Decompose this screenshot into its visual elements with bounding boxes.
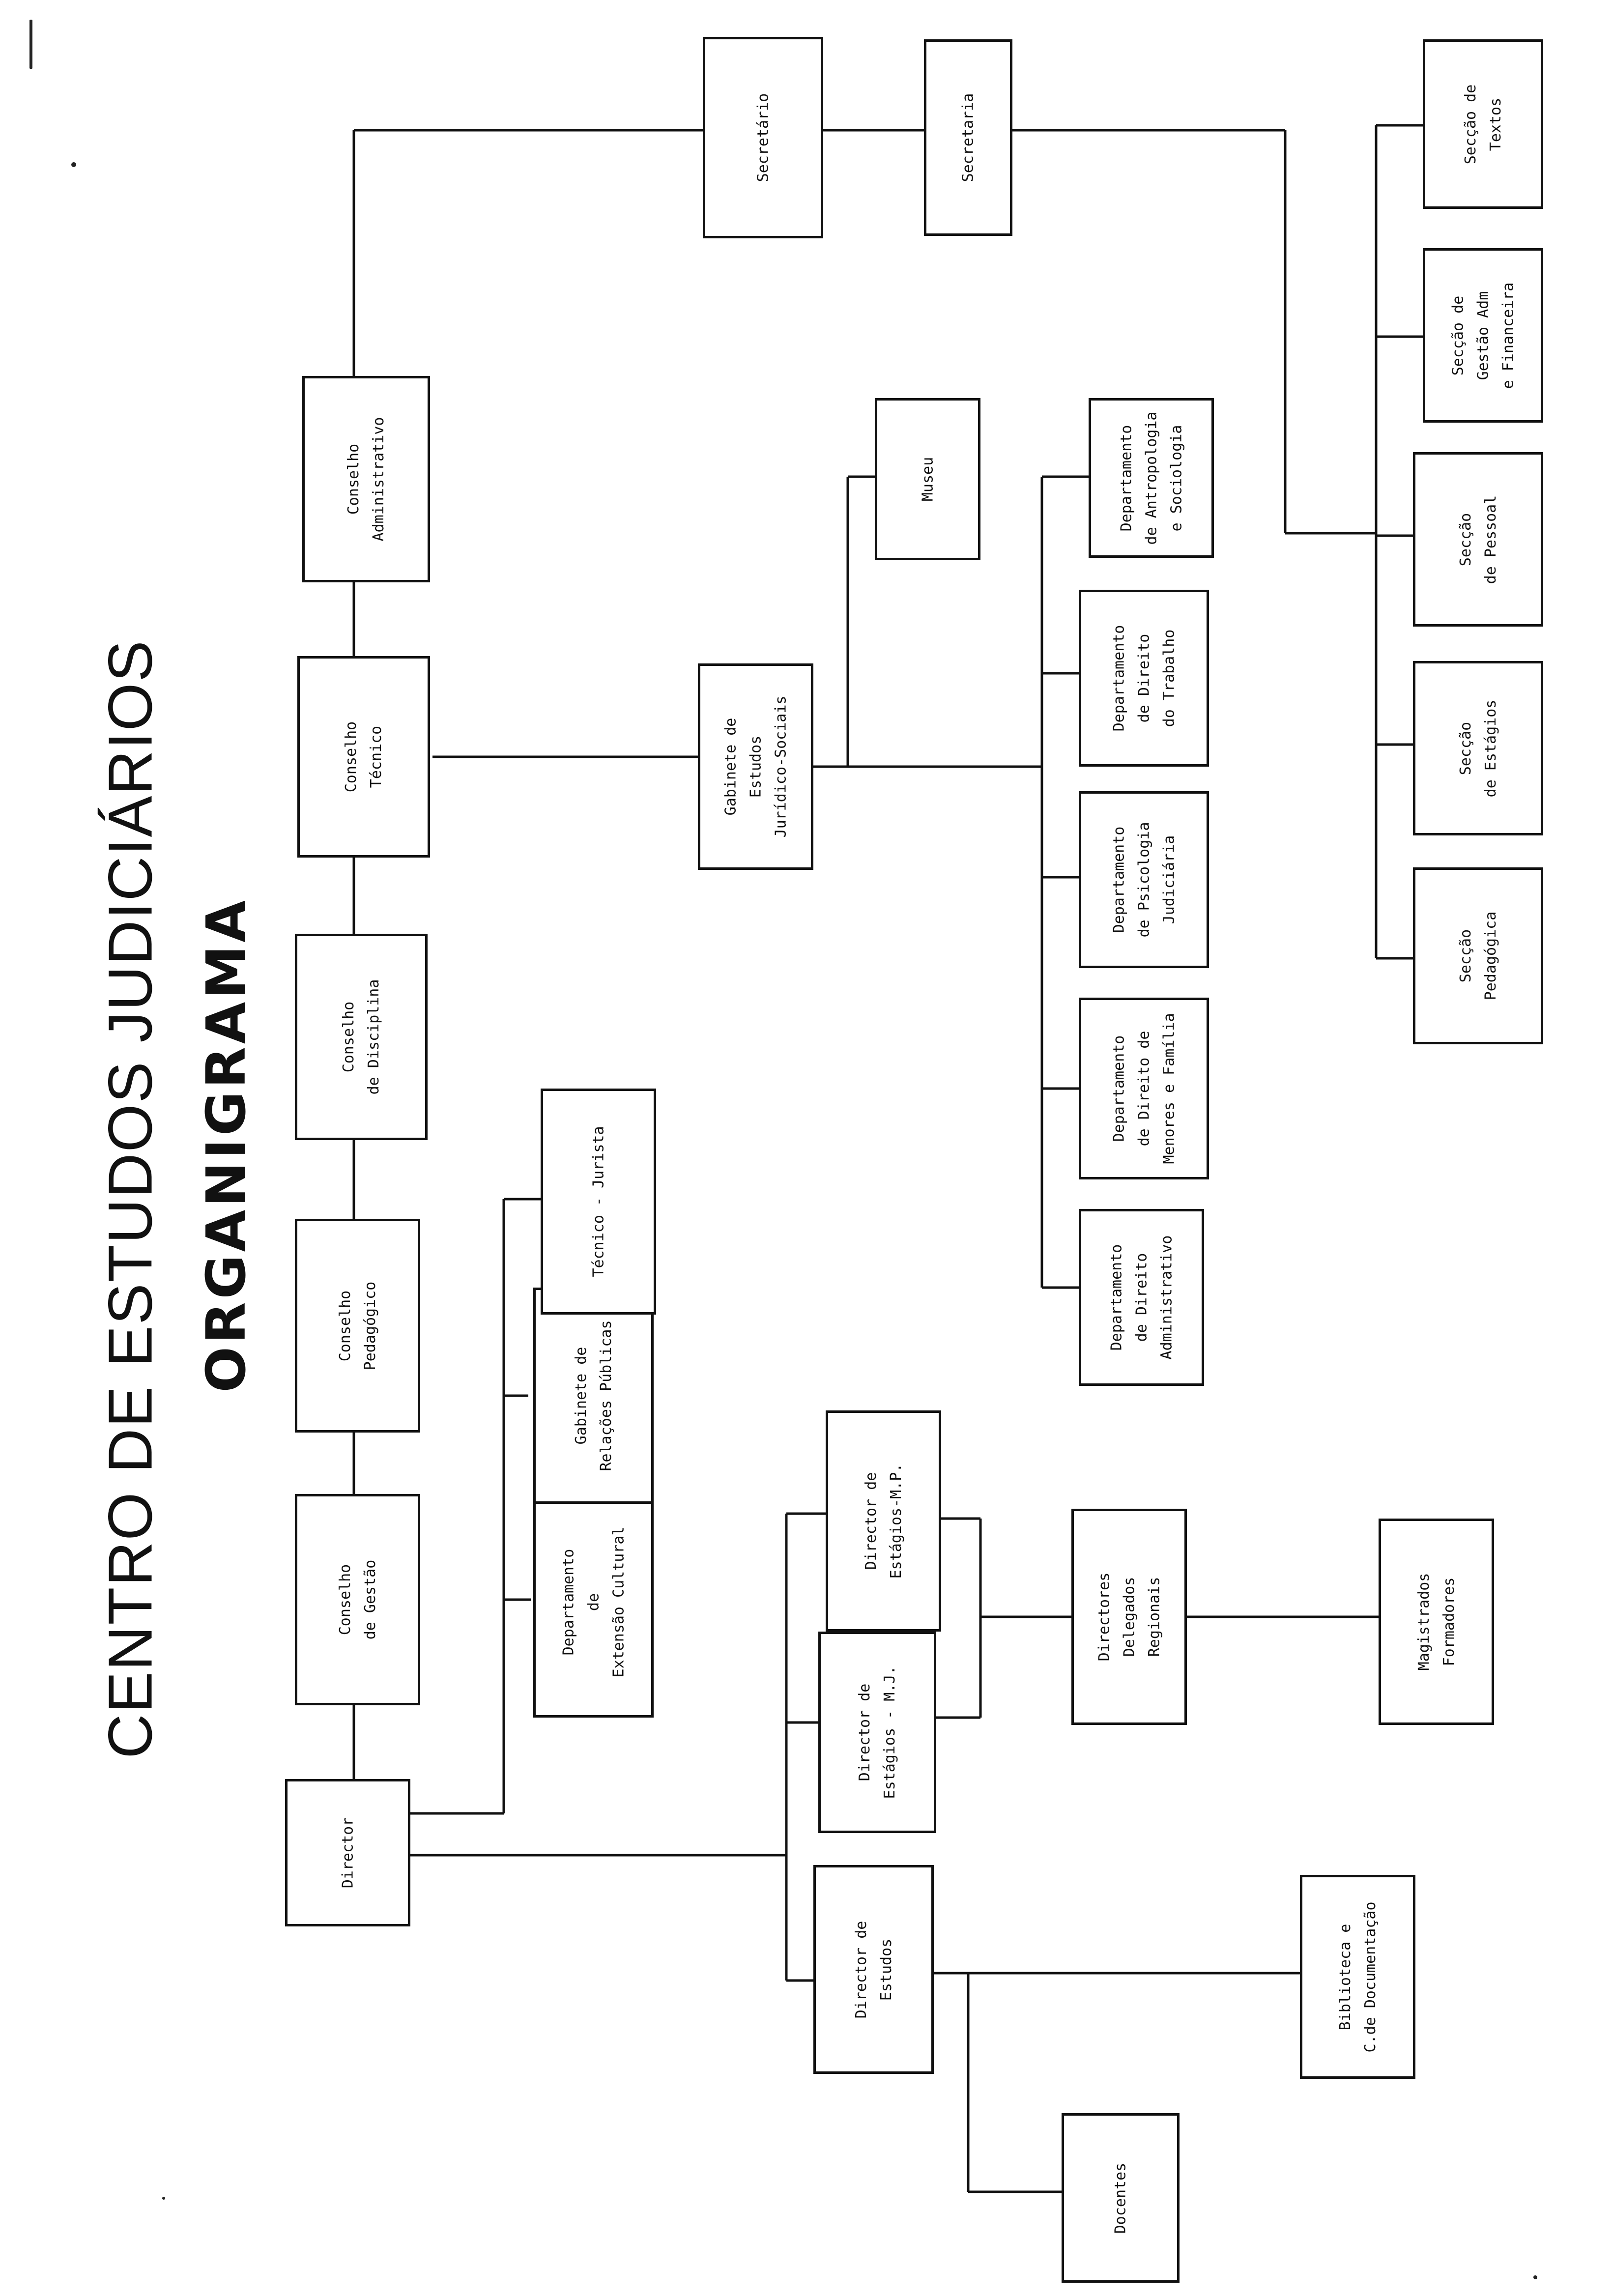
node-gabinete-estudos: Gabinete de Estudos Jurídico-Sociais: [698, 663, 813, 870]
node-biblioteca: Biblioteca e C.de Documentação: [1300, 1875, 1415, 2079]
node-conselho-disciplina: Conselho de Disciplina: [295, 934, 428, 1140]
node-director-estagios-mj: Director de Estágios - M.J.: [818, 1632, 936, 1833]
page-title-text: CENTRO DE ESTUDOS JUDICIÁRIOS: [95, 639, 165, 1759]
node-dep-extensao-cultural: Departamento de Extensão Cultural: [533, 1487, 654, 1718]
scan-speck: [162, 2197, 165, 2200]
scan-speck: [1533, 2275, 1537, 2279]
node-directores-delegados: Directores Delegados Regionais: [1071, 1509, 1187, 1725]
node-seccao-pessoal: Secção de Pessoal: [1413, 452, 1543, 627]
node-conselho-tecnico: Conselho Técnico: [297, 656, 430, 858]
node-director-estagios-mp: Director de Estágios-M.P.: [826, 1410, 941, 1632]
scan-speck: [71, 162, 76, 167]
node-director-estudos: Director de Estudos: [813, 1865, 934, 2074]
page-title: CENTRO DE ESTUDOS JUDICIÁRIOS: [84, 501, 177, 1897]
node-museu: Museu: [875, 398, 980, 560]
page-subtitle-text: ORGANIGRAMA: [195, 897, 258, 1393]
node-secretario: Secretário: [703, 37, 823, 238]
node-dep-psicologia: Departamento de Psicologia Judiciária: [1079, 791, 1209, 968]
node-dep-menores-familia: Departamento de Direito de Menores e Fam…: [1079, 998, 1209, 1179]
node-secretaria: Secretaria: [924, 39, 1012, 236]
node-docentes: Docentes: [1062, 2113, 1180, 2283]
node-dep-administrativo: Departamento de Direito Administrativo: [1079, 1209, 1204, 1386]
node-seccao-textos: Secção de Textos: [1423, 39, 1543, 209]
page-subtitle: ORGANIGRAMA: [192, 875, 260, 1415]
scan-speck: [29, 20, 32, 69]
node-magistrados-formadores: Magistrados Formadores: [1379, 1519, 1494, 1725]
node-conselho-administrativo: Conselho Administrativo: [302, 376, 430, 582]
node-conselho-pedagogico: Conselho Pedagógico: [295, 1219, 420, 1433]
node-dep-antropologia: Departamento de Antropologia e Sociologi…: [1089, 398, 1214, 558]
node-director: Director: [285, 1779, 410, 1926]
node-dep-direito-trabalho: Departamento de Direito do Trabalho: [1079, 590, 1209, 767]
node-seccao-pedagogica: Secção Pedagógica: [1413, 867, 1543, 1044]
node-seccao-estagios: Secção de Estágios: [1413, 661, 1543, 835]
node-gabinete-relacoes-publicas: Gabinete de Relações Públicas: [533, 1288, 654, 1504]
node-seccao-gestao-adm: Secção de Gestão Adm e Financeira: [1423, 248, 1543, 423]
node-tecnico-jurista: Técnico - Jurista: [541, 1089, 656, 1315]
node-conselho-gestao: Conselho de Gestão: [295, 1494, 420, 1705]
